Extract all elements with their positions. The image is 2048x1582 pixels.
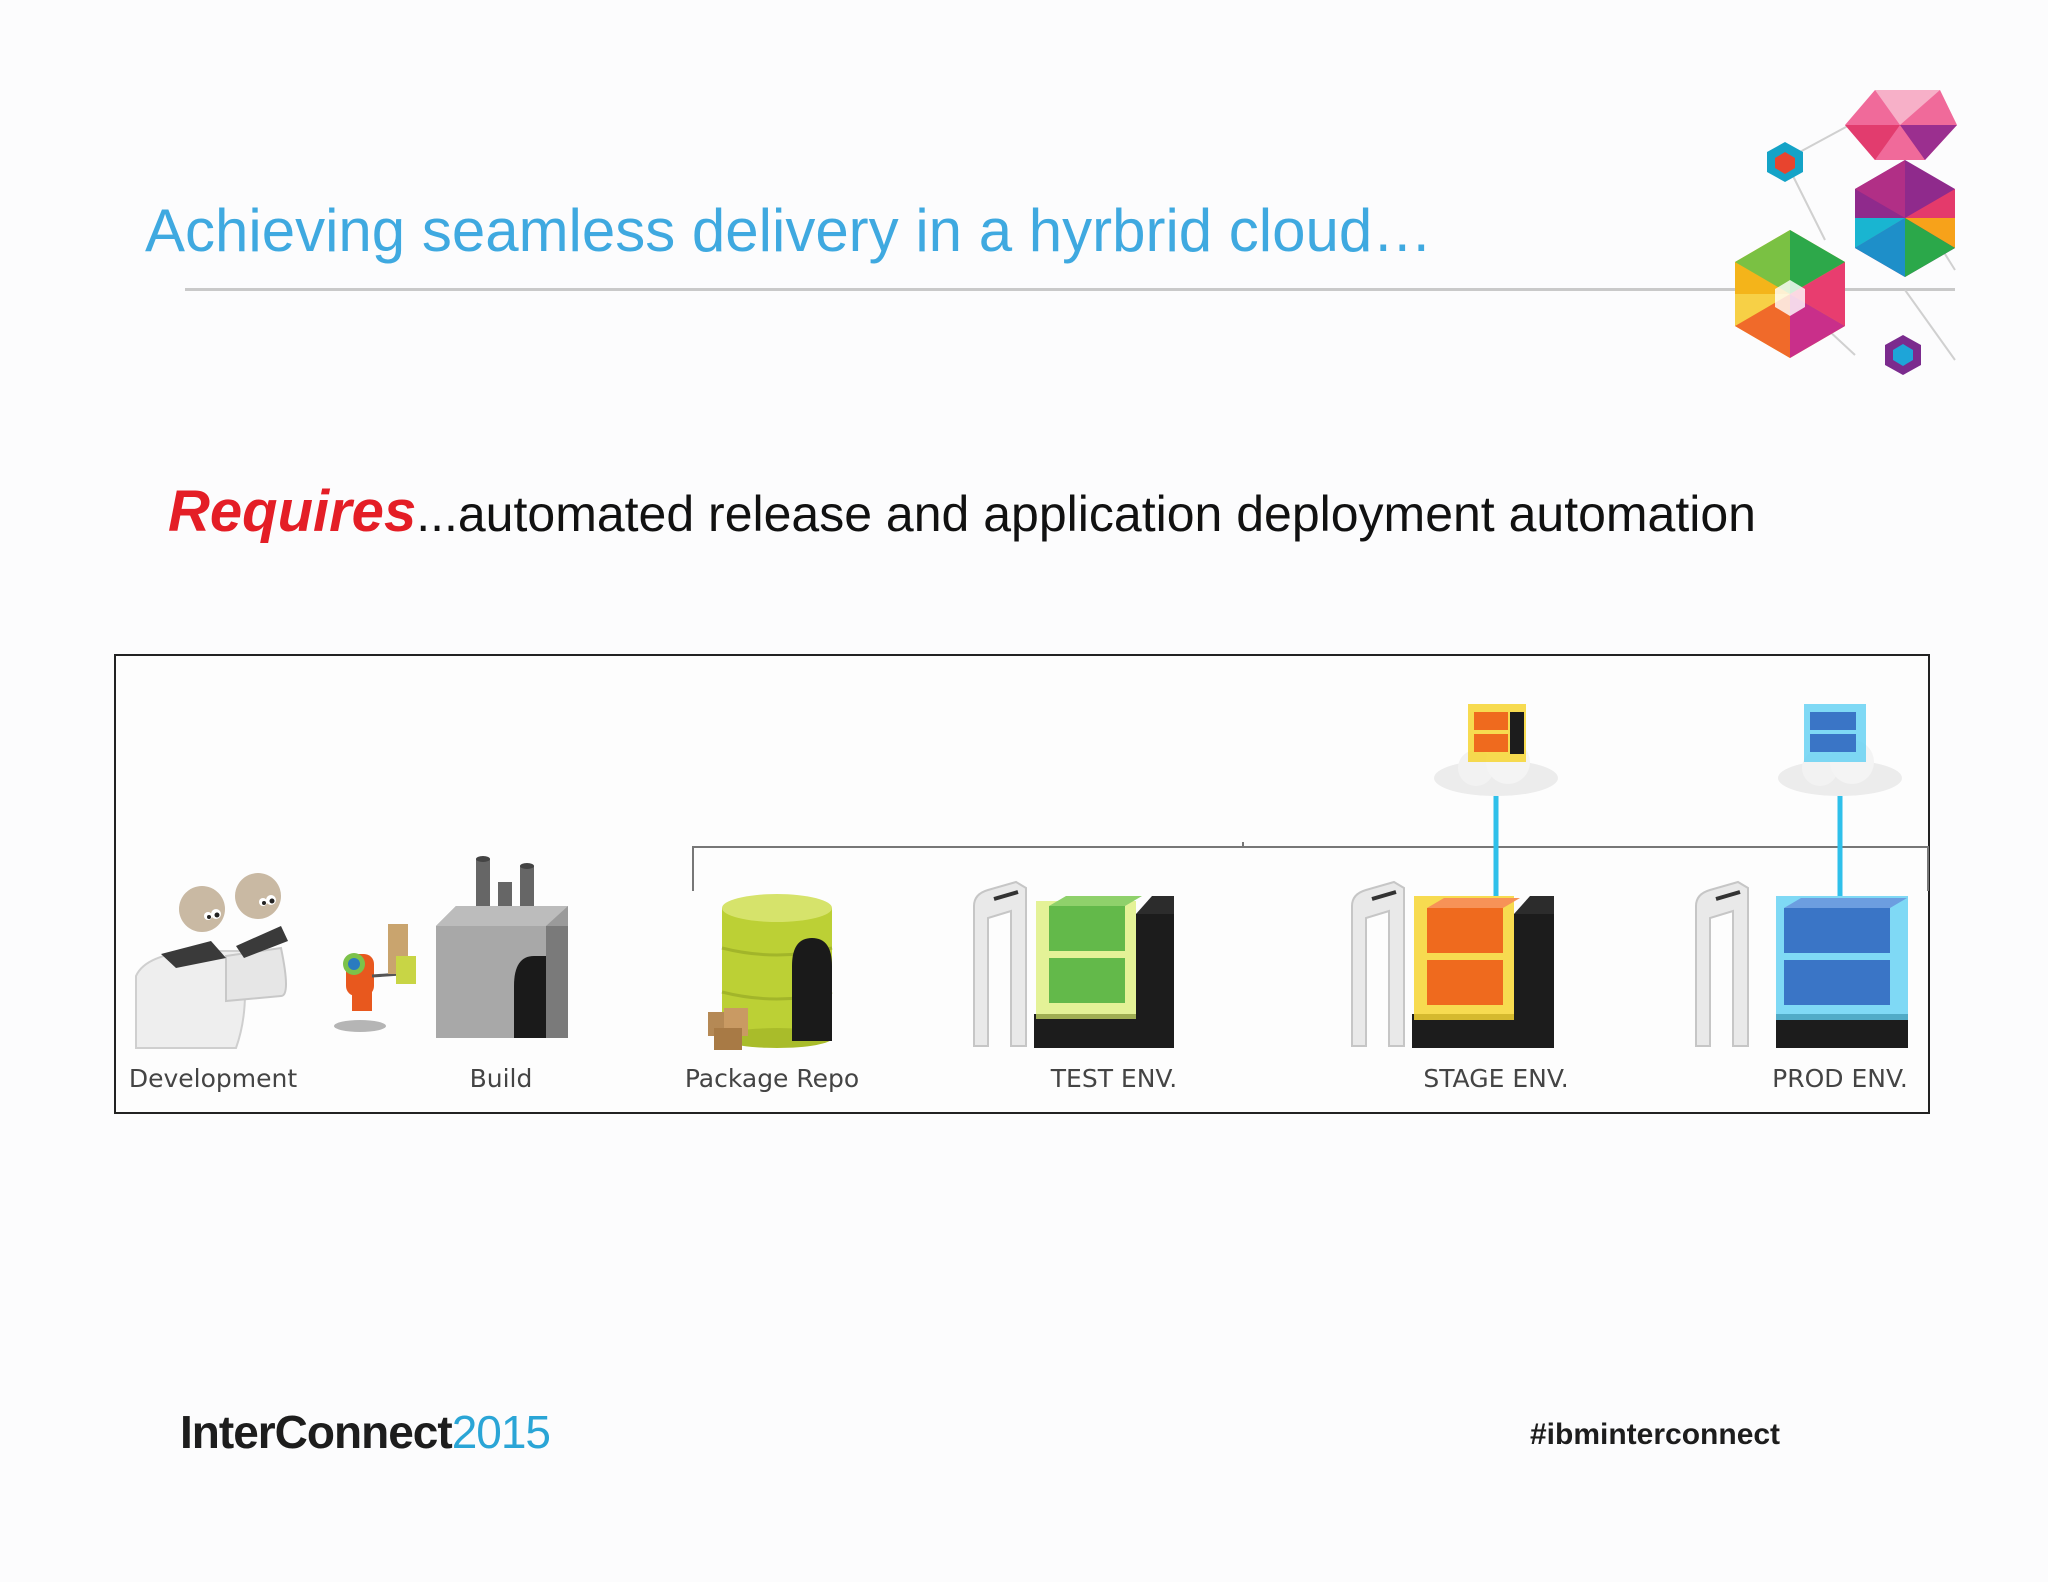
prod-env-illustration (1695, 704, 1908, 1048)
package-repo-illustration (708, 894, 833, 1050)
logo-brand-text: InterConnect (180, 1406, 453, 1458)
stage-label-stage-env: STAGE ENV. (1423, 1064, 1569, 1093)
stage-label-package-repo: Package Repo (684, 1064, 860, 1093)
stage-label-test-env: TEST ENV. (1050, 1064, 1178, 1093)
slide-title: Achieving seamless delivery in a hyrbrid… (145, 197, 1433, 264)
stage-env-illustration (1351, 704, 1558, 1048)
stage-label-development: Development (128, 1064, 298, 1093)
developers-illustration (135, 873, 288, 1049)
robot-illustration (334, 924, 416, 1032)
logo-year-text: 2015 (451, 1406, 551, 1458)
pipeline-graphic (135, 704, 1929, 1050)
deployment-pipeline-diagram: Development Build Package Repo TEST ENV.… (114, 654, 1930, 1114)
event-hashtag: #ibminterconnect (1530, 1418, 1781, 1451)
test-env-illustration (973, 880, 1174, 1048)
interconnect-logo: InterConnect2015 (180, 1405, 551, 1459)
title-divider (185, 288, 1955, 291)
requirement-statement: Requires...automated release and applica… (168, 478, 1756, 545)
stage-label-prod-env: PROD ENV. (1772, 1064, 1908, 1093)
build-factory-illustration (436, 856, 568, 1038)
requires-word: Requires (168, 479, 417, 544)
connector-bracket (692, 842, 1929, 891)
stage-label-build: Build (469, 1064, 533, 1093)
requires-text: ...automated release and application dep… (416, 486, 1756, 542)
hexagon-logo-graphic (1735, 90, 1957, 375)
